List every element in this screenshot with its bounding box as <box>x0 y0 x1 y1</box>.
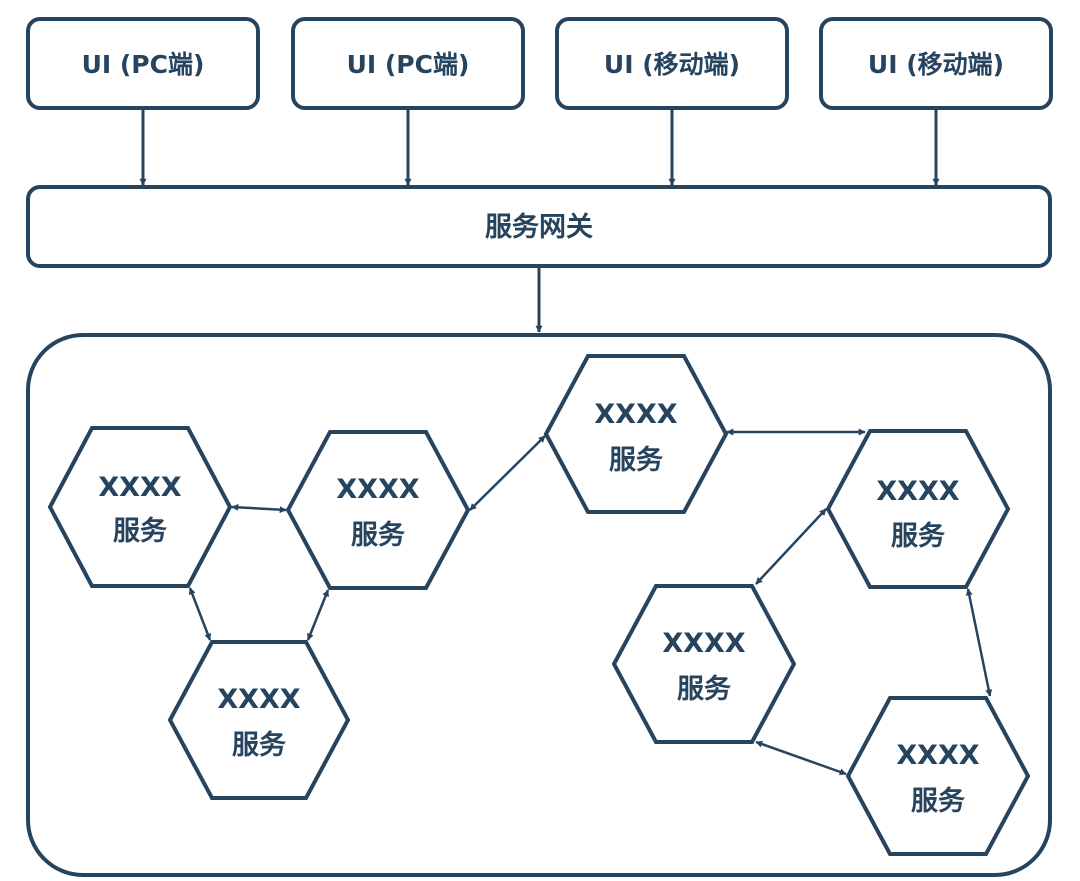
services-container <box>26 333 1052 877</box>
client-box-1 <box>26 17 260 110</box>
client-box-4 <box>819 17 1053 110</box>
service-link-5-6 <box>755 508 827 585</box>
service-label-4-line2: 服务 <box>609 445 663 476</box>
service-label-2-line1: XXXX <box>336 474 419 505</box>
service-hexagon-2 <box>285 430 471 590</box>
client-label-1: UI (PC端) <box>82 50 205 79</box>
service-label-3-line2: 服务 <box>232 730 286 761</box>
service-label-3-line1: XXXX <box>217 684 300 715</box>
service-link-6-7 <box>755 740 847 776</box>
client-label-4: UI (移动端) <box>868 50 1004 79</box>
service-hexagon-4 <box>543 354 729 514</box>
service-hexagon-1 <box>47 426 233 588</box>
service-label-5-line2: 服务 <box>891 521 945 552</box>
service-label-6-line1: XXXX <box>662 628 745 659</box>
service-label-1-line1: XXXX <box>98 472 181 503</box>
service-hexagon-5 <box>825 429 1011 589</box>
service-link-5-7 <box>965 588 993 697</box>
service-label-6-line2: 服务 <box>677 674 731 705</box>
service-link-2-3 <box>306 589 330 641</box>
service-label-7-line2: 服务 <box>911 786 965 817</box>
gateway-box <box>26 185 1052 268</box>
client-label-3: UI (移动端) <box>604 50 740 79</box>
service-link-1-2 <box>231 503 287 514</box>
service-label-2-line2: 服务 <box>351 520 405 551</box>
client-label-2: UI (PC端) <box>347 50 470 79</box>
service-label-1-line2: 服务 <box>113 516 167 547</box>
client-box-2 <box>291 17 525 110</box>
client-box-3 <box>555 17 789 110</box>
service-hexagon-6 <box>611 584 797 744</box>
service-label-7-line1: XXXX <box>896 740 979 771</box>
service-link-2-4 <box>469 435 546 511</box>
service-label-4-line1: XXXX <box>594 399 677 430</box>
service-link-1-3 <box>188 587 212 641</box>
service-label-5-line1: XXXX <box>876 476 959 507</box>
service-hexagon-7 <box>845 696 1031 856</box>
service-hexagon-3 <box>167 640 351 800</box>
gateway-label: 服务网关 <box>485 212 593 243</box>
